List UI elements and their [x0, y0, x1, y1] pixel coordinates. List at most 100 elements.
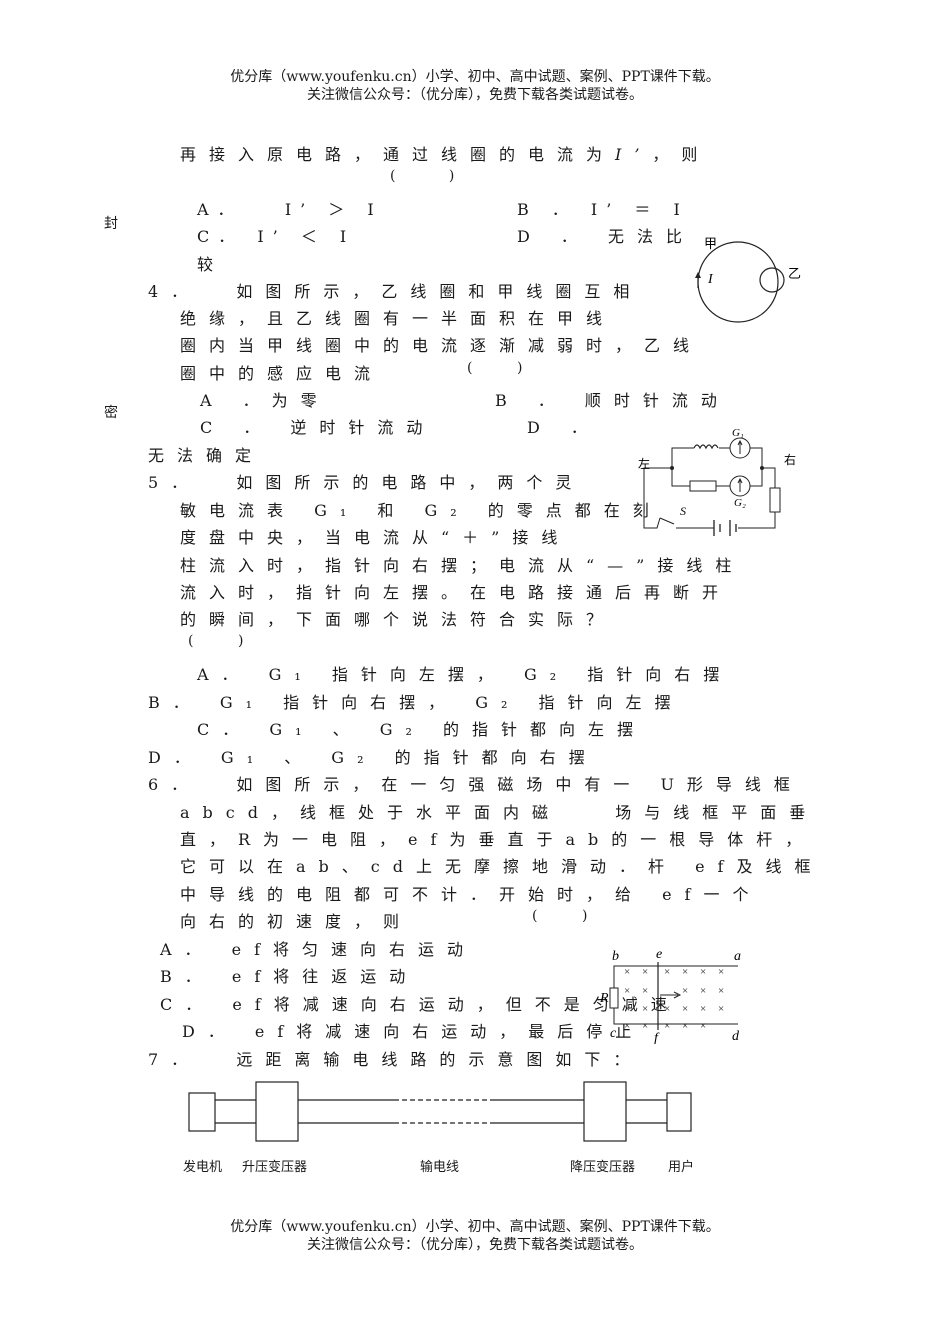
q3-line-1: 再接入原电路，通过线圈的电流为I’，则	[180, 141, 710, 165]
label-a: a	[734, 949, 741, 964]
velocity-arrow-icon	[660, 991, 682, 999]
svg-text:×: ×	[624, 966, 630, 978]
inductor-icon	[693, 444, 719, 450]
label-switch-s: S	[680, 504, 686, 518]
svg-text:×: ×	[682, 1020, 688, 1032]
label-current-i: I	[707, 272, 714, 287]
label-c: c	[610, 1026, 617, 1041]
q5-option-b: B． G₁ 指针向右摆， G₂ 指针向左摆	[148, 693, 684, 712]
q7-transmission-figure	[188, 1081, 692, 1142]
svg-text:×: ×	[700, 1003, 706, 1015]
q4-line-2: 绝缘，且乙线圈有一半面积在甲线	[180, 309, 616, 328]
coil-yi	[759, 267, 785, 293]
q3-option-b: B ． I’ ＝ I	[517, 200, 689, 219]
q4-bracket: ( )	[467, 360, 523, 376]
magnetic-field-crosses: ×××××× ××××× ×××××× ×××××	[624, 966, 724, 1032]
q4-option-b: B ． 顺时针流动	[495, 391, 730, 410]
q6-option-b: B． ef将往返运动	[160, 967, 419, 986]
q4-line-4: 圈中的感应电流	[180, 364, 384, 383]
q5-option-c: C． G₁ 、 G₂ 的指针都向左摆	[197, 720, 646, 739]
svg-text:×: ×	[624, 1020, 630, 1032]
svg-text:×: ×	[642, 985, 648, 997]
q5-line-4: 柱流入时，指针向右摆；电流从“—”接线柱	[180, 556, 745, 575]
label-e: e	[656, 947, 662, 962]
svg-text:×: ×	[682, 1003, 688, 1015]
q4-option-d-cont: 无法确定	[148, 446, 265, 465]
q4-line-1: 4． 如图所示，乙线圈和甲线圈互相	[148, 282, 643, 301]
q4-option-a: A ．为零	[200, 391, 330, 410]
q6-option-d: D． ef将减速向右运动，最后停止	[182, 1022, 645, 1041]
q3-ze: ，则	[652, 145, 711, 164]
svg-text:×: ×	[624, 985, 630, 997]
q6-option-c: C． ef将减速向右运动，但不是匀减速	[160, 995, 680, 1014]
footer-line-1: 优分库（www.youfenku.cn）小学、初中、高中试题、案例、PPT课件下…	[230, 1219, 720, 1235]
svg-text:×: ×	[718, 985, 724, 997]
header-line-2: 关注微信公众号：（优分库），免费下载各类试题试卷。	[307, 87, 643, 103]
svg-text:×: ×	[664, 966, 670, 978]
generator-box	[188, 1092, 216, 1132]
svg-text:×: ×	[718, 966, 724, 978]
q5-line-6: 的瞬间，下面哪个说法符合实际？	[180, 610, 616, 629]
q6-line-3: 直，R为一电阻，ef为垂直于ab的一根导体杆，	[180, 830, 815, 849]
label-g1: G₁	[732, 427, 744, 439]
header-line-1: 优分库（www.youfenku.cn）小学、初中、高中试题、案例、PPT课件下…	[230, 69, 720, 85]
q6-line-4: 它可以在ab、cd上无摩擦地滑动．杆 ef及线框	[180, 857, 824, 876]
label-step-down: 降压变压器	[570, 1160, 636, 1175]
svg-text:×: ×	[624, 1003, 630, 1015]
svg-text:×: ×	[700, 1020, 706, 1032]
margin-mi: 密	[104, 405, 118, 421]
q3-option-a: A． I’ ＞ I	[197, 200, 383, 219]
step-up-transformer-box	[255, 1081, 299, 1142]
svg-text:×: ×	[664, 1003, 670, 1015]
margin-feng: 封	[104, 216, 118, 232]
svg-text:×: ×	[642, 1020, 648, 1032]
q4-option-d: D ．	[527, 418, 600, 437]
resistor-right-icon	[769, 487, 781, 513]
svg-text:×: ×	[718, 1003, 724, 1015]
label-step-up: 升压变压器	[242, 1160, 308, 1175]
q5-line-2: 敏电流表 G₁ 和 G₂ 的零点都在刻	[180, 501, 662, 520]
transmission-line-dashed	[394, 1099, 490, 1124]
q3-option-c: C． I’ ＜ I	[197, 227, 356, 246]
label-right: 右	[784, 452, 796, 467]
label-generator: 发电机	[183, 1160, 223, 1175]
q6-bracket: ( )	[532, 908, 588, 924]
label-f: f	[654, 1031, 660, 1044]
q6-line-6: 向右的初速度，则	[180, 912, 413, 931]
step-down-transformer-box	[583, 1081, 627, 1142]
q7-line-1: 7． 远距离输电线路的示意图如下：	[148, 1050, 643, 1069]
q4-option-c: C ． 逆时针流动	[200, 418, 436, 437]
q4-coils-figure: 甲 乙 I	[695, 236, 801, 323]
label-d: d	[732, 1029, 740, 1044]
q6-line-5: 中导线的电阻都可不计．开始时，给 ef一个	[180, 885, 762, 904]
switch-icon	[659, 517, 675, 525]
user-box	[666, 1092, 692, 1132]
svg-text:×: ×	[700, 966, 706, 978]
label-r: R	[600, 991, 609, 1006]
svg-text:×: ×	[664, 1020, 670, 1032]
label-user: 用户	[668, 1160, 695, 1175]
svg-text:×: ×	[642, 966, 648, 978]
q5-bracket: ( )	[188, 633, 244, 649]
q6-line-2: abcd，线框处于水平面内磁 场与线框平面垂	[180, 803, 819, 822]
q5-line-3: 度盘中央，当电流从“＋”接线	[180, 528, 571, 547]
current-arrow-icon	[695, 272, 701, 278]
q3-option-d-cont: 较	[197, 255, 214, 274]
svg-text:×: ×	[682, 985, 688, 997]
label-jia: 甲	[704, 236, 717, 251]
label-line: 输电线	[420, 1160, 460, 1175]
q5-option-d: D． G₁ 、 G₂ 的指针都向右摆	[148, 748, 598, 767]
q6-option-a: A． ef将匀速向右运动	[160, 940, 477, 959]
q3-option-d: D ． 无法比	[517, 227, 696, 246]
label-left: 左	[638, 456, 650, 471]
battery-icon	[713, 520, 737, 536]
q5-line-1: 5． 如图所示的电路中，两个灵	[148, 473, 585, 492]
svg-text:×: ×	[700, 985, 706, 997]
svg-text:×: ×	[642, 1003, 648, 1015]
q5-option-a: A． G₁ 指针向左摆， G₂ 指针向右摆	[197, 665, 733, 684]
q5-circuit-figure: 左 右 G₁ G₂ S	[638, 427, 796, 536]
q6-line-1: 6． 如图所示，在一匀强磁场中有一 U形导线框	[148, 775, 803, 794]
label-b: b	[612, 949, 619, 964]
resistor-r-icon	[609, 987, 619, 1009]
